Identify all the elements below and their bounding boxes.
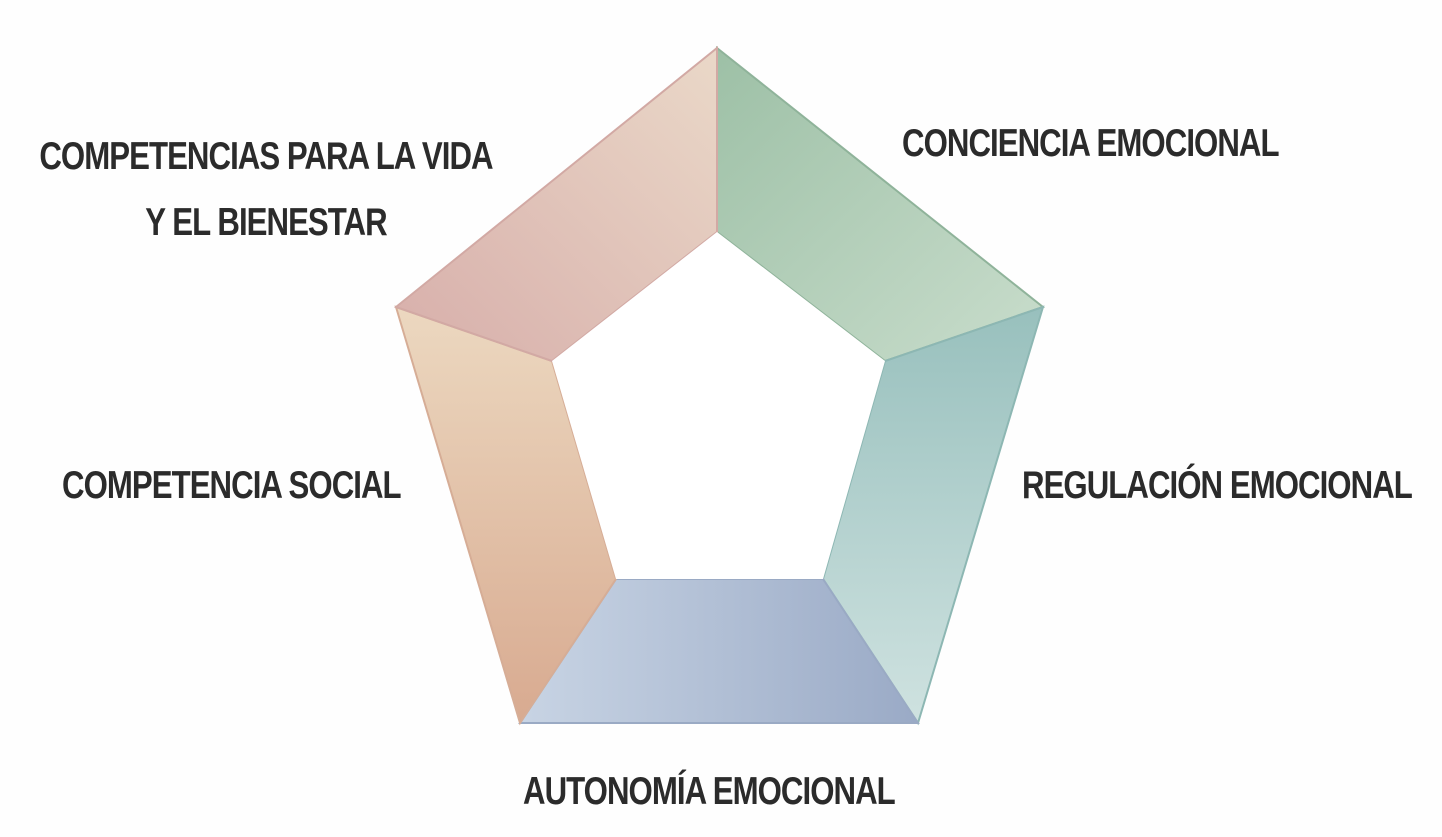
label-autonomia-emocional: AUTONOMÍA EMOCIONAL bbox=[523, 770, 896, 813]
label-conciencia-emocional: CONCIENCIA EMOCIONAL bbox=[902, 122, 1280, 165]
label-regulacion-emocional: REGULACIÓN EMOCIONAL bbox=[1022, 464, 1413, 507]
label-competencia-social: COMPETENCIA SOCIAL bbox=[62, 464, 402, 507]
label-competencias-vida-line2: Y EL BIENESTAR bbox=[145, 201, 387, 245]
inner-pentagon bbox=[552, 232, 885, 579]
label-competencias-vida: COMPETENCIAS PARA LA VIDA Y EL BIENESTAR bbox=[30, 124, 502, 257]
label-competencias-vida-line1: COMPETENCIAS PARA LA VIDA bbox=[39, 135, 493, 178]
